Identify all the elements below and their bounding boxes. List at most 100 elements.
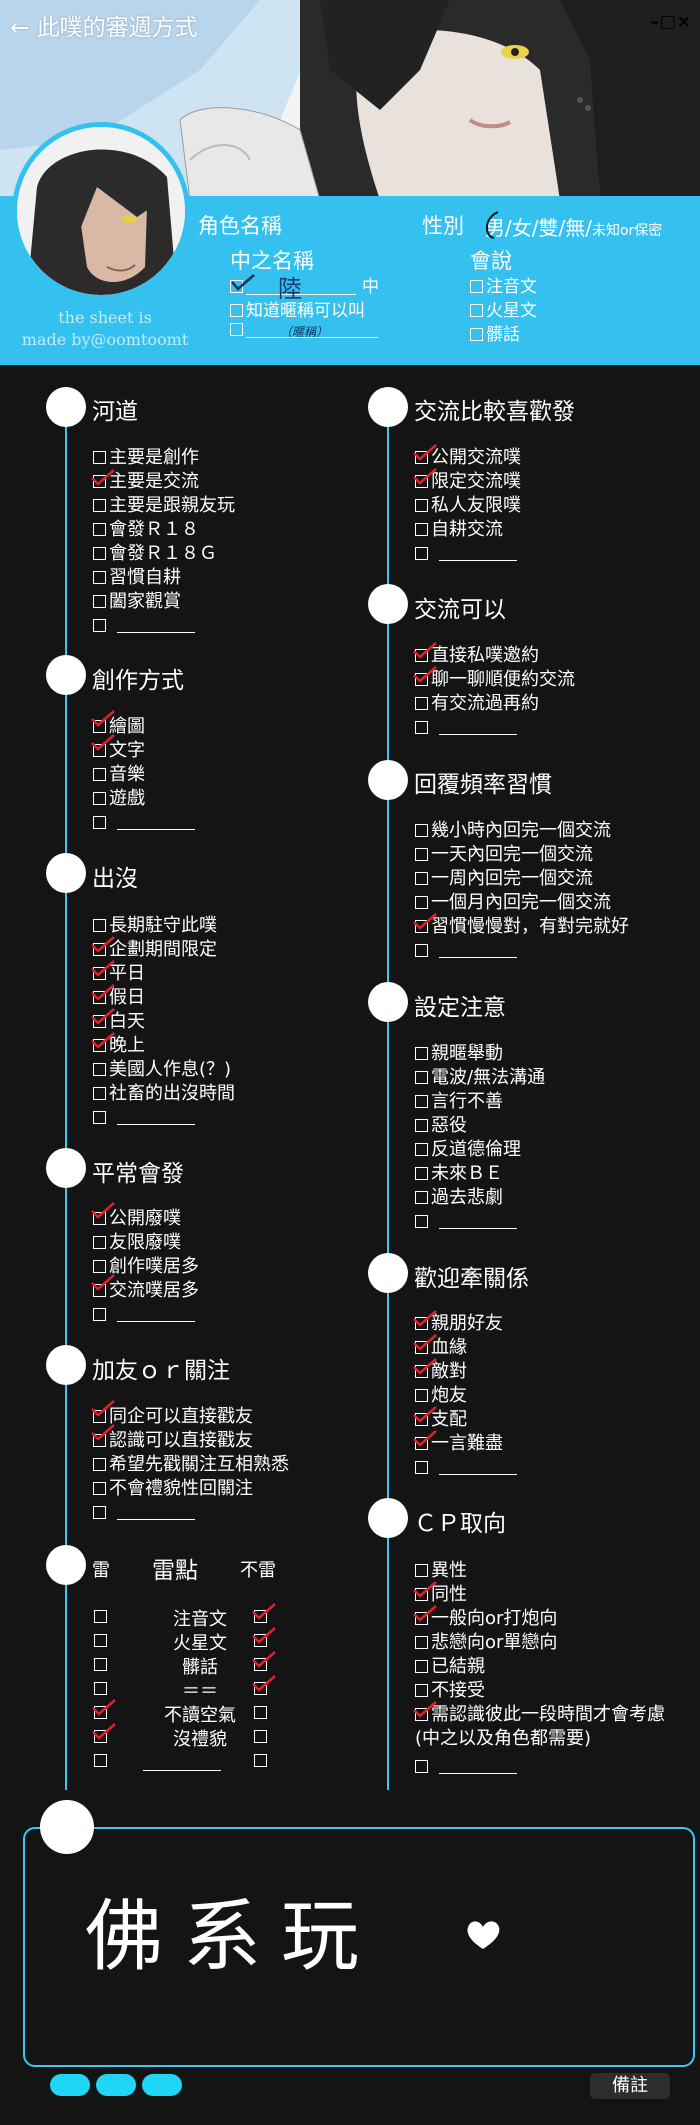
option-item[interactable]: 音樂: [93, 764, 145, 786]
option-item[interactable]: 支配: [415, 1409, 467, 1431]
option-item[interactable]: 交流噗居多: [93, 1280, 199, 1302]
option-item[interactable]: 一天內回完一個交流: [415, 844, 593, 866]
speech-option[interactable]: 髒話: [470, 320, 520, 345]
blank-option[interactable]: [415, 1457, 517, 1479]
mine-checkbox[interactable]: [94, 1682, 107, 1695]
option-item[interactable]: 直接私噗邀約: [415, 645, 539, 667]
option-item[interactable]: 假日: [93, 987, 145, 1009]
option-item[interactable]: 異性: [415, 1560, 467, 1582]
option-item[interactable]: 自耕交流: [415, 519, 503, 541]
option-item[interactable]: 炮友: [415, 1385, 467, 1407]
option-item[interactable]: 白天: [93, 1011, 145, 1033]
option-item[interactable]: 不接受: [415, 1680, 485, 1702]
mine-blank-line[interactable]: [143, 1770, 221, 1771]
nickname-field[interactable]: （暱稱）: [230, 320, 378, 340]
blank-option[interactable]: [415, 1211, 517, 1233]
option-item[interactable]: 美國人作息(？): [93, 1059, 231, 1081]
not-mine-checkbox[interactable]: [254, 1682, 267, 1695]
option-item[interactable]: 文字: [93, 740, 145, 762]
option-item[interactable]: 社畜的出沒時間: [93, 1083, 235, 1105]
mine-checkbox[interactable]: [94, 1634, 107, 1647]
section-title-usual: 平常會發: [92, 1161, 184, 1187]
notes-box[interactable]: 佛系玩: [23, 1827, 695, 2067]
option-item[interactable]: 悲戀向or單戀向: [415, 1632, 557, 1654]
section-title-mines: 雷點: [152, 1558, 198, 1584]
mid-name-field[interactable]: 陸中: [230, 272, 379, 303]
nickname-option[interactable]: 知道暱稱可以叫: [230, 296, 365, 321]
blank-option[interactable]: [415, 940, 517, 962]
blank-option[interactable]: [415, 1756, 517, 1778]
option-item[interactable]: 闔家觀賞: [93, 591, 181, 613]
mine-checkbox[interactable]: [94, 1754, 107, 1767]
not-mine-checkbox[interactable]: [254, 1634, 267, 1647]
option-item[interactable]: 一個月內回完一個交流: [415, 892, 611, 914]
option-item[interactable]: 親暱舉動: [415, 1043, 503, 1065]
right-timeline: [387, 410, 389, 1790]
not-mine-checkbox[interactable]: [254, 1658, 267, 1671]
option-item[interactable]: 同性: [415, 1584, 467, 1606]
option-item[interactable]: 過去悲劇: [415, 1187, 503, 1209]
option-item[interactable]: 限定交流噗: [415, 471, 521, 493]
option-item[interactable]: 同企可以直接戳友: [93, 1406, 253, 1428]
option-item[interactable]: 會發Ｒ１８Ｇ: [93, 543, 217, 565]
blank-option[interactable]: [415, 717, 517, 739]
option-item[interactable]: 惡役: [415, 1115, 467, 1137]
not-mine-checkbox[interactable]: [254, 1754, 267, 1767]
option-item[interactable]: 繪圖: [93, 716, 145, 738]
option-item[interactable]: 有交流過再約: [415, 693, 539, 715]
option-item[interactable]: 電波/無法溝通: [415, 1067, 545, 1089]
option-item[interactable]: 血緣: [415, 1337, 467, 1359]
option-item[interactable]: 不會禮貌性回關注: [93, 1478, 253, 1500]
speech-option[interactable]: 注音文: [470, 272, 537, 297]
option-item[interactable]: 親朋好友: [415, 1313, 503, 1335]
option-item[interactable]: 主要是交流: [93, 471, 199, 493]
option-item[interactable]: 平日: [93, 963, 145, 985]
option-item[interactable]: 認識可以直接戳友: [93, 1430, 253, 1452]
avatar: [12, 122, 190, 300]
option-item[interactable]: 習慣慢慢對，有對完就好: [415, 916, 629, 938]
option-item[interactable]: 需認識彼此一段時間才會考慮: [415, 1704, 665, 1726]
blank-option[interactable]: [93, 812, 195, 834]
back-title[interactable]: ← 此噗的審週方式: [10, 15, 198, 41]
option-item[interactable]: 公開交流噗: [415, 447, 521, 469]
option-item[interactable]: 創作噗居多: [93, 1256, 199, 1278]
option-item[interactable]: 幾小時內回完一個交流: [415, 820, 611, 842]
mine-checkbox[interactable]: [94, 1706, 107, 1719]
option-item[interactable]: 會發Ｒ１８: [93, 519, 199, 541]
blank-option[interactable]: [93, 615, 195, 637]
mine-checkbox[interactable]: [94, 1730, 107, 1743]
option-item[interactable]: 已結親: [415, 1656, 485, 1678]
not-mine-checkbox[interactable]: [254, 1706, 267, 1719]
option-item[interactable]: 敵對: [415, 1361, 467, 1383]
option-item[interactable]: 遊戲: [93, 788, 145, 810]
mine-checkbox[interactable]: [94, 1610, 107, 1623]
mine-checkbox[interactable]: [94, 1658, 107, 1671]
blank-option[interactable]: [93, 1107, 195, 1129]
option-item[interactable]: 企劃期間限定: [93, 939, 217, 961]
option-item[interactable]: 希望先戳關注互相熟悉: [93, 1454, 289, 1476]
option-item[interactable]: 未來ＢＥ: [415, 1163, 503, 1185]
speech-option[interactable]: 火星文: [470, 296, 537, 321]
blank-option[interactable]: [93, 1304, 195, 1326]
option-item[interactable]: 反道德倫理: [415, 1139, 521, 1161]
option-item[interactable]: 聊一聊順便約交流: [415, 669, 575, 691]
option-item[interactable]: 長期駐守此噗: [93, 915, 217, 937]
option-item[interactable]: 主要是跟親友玩: [93, 495, 235, 517]
option-item[interactable]: 友限廢噗: [93, 1232, 181, 1254]
option-item[interactable]: 主要是創作: [93, 447, 199, 469]
not-mine-checkbox[interactable]: [254, 1730, 267, 1743]
window-controls[interactable]: –□×: [650, 12, 692, 32]
blank-option[interactable]: [415, 543, 517, 565]
section-marker: [368, 760, 408, 800]
blank-option[interactable]: [93, 1502, 195, 1524]
not-mine-checkbox[interactable]: [254, 1610, 267, 1623]
option-item[interactable]: 私人友限噗: [415, 495, 521, 517]
option-item[interactable]: 公開廢噗: [93, 1208, 181, 1230]
option-item[interactable]: 晚上: [93, 1035, 145, 1057]
option-item[interactable]: 習慣自耕: [93, 567, 181, 589]
option-item[interactable]: 一般向or打炮向: [415, 1608, 557, 1630]
option-item[interactable]: 一言難盡: [415, 1433, 503, 1455]
remark-button[interactable]: 備註: [590, 2073, 670, 2099]
option-item[interactable]: 言行不善: [415, 1091, 503, 1113]
option-item[interactable]: 一周內回完一個交流: [415, 868, 593, 890]
